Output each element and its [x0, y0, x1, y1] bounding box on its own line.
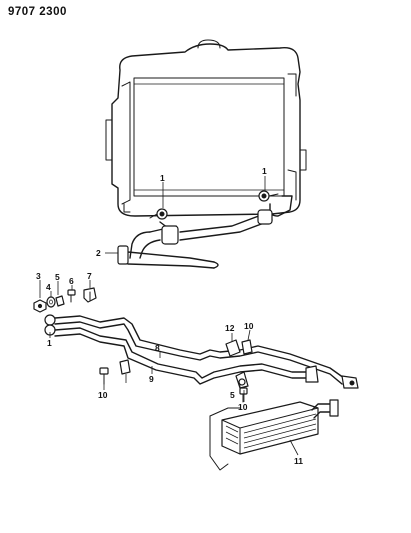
callout-7: 7: [87, 271, 92, 281]
hardware-clip-5-left: [119, 359, 131, 375]
callout-10-left: 10: [98, 390, 108, 400]
callout-1-right: 1: [262, 166, 267, 176]
callout-8: 8: [155, 343, 160, 353]
callout-1-left: 1: [160, 173, 165, 183]
callout-3: 3: [36, 271, 41, 281]
transmission-oil-cooler: [209, 399, 339, 471]
hardware-nut-3: [33, 299, 47, 313]
radiator: [105, 39, 307, 217]
callouts: 1 1 2 3 4 5 6 7 1 8 9 10 12 10 5 10 11: [36, 166, 303, 466]
callout-10-bottom: 10: [238, 402, 248, 412]
hardware-bracket-7: [83, 287, 97, 303]
callout-9: 9: [149, 374, 154, 384]
callout-1-lower: 1: [47, 338, 52, 348]
callout-5-top: 5: [55, 272, 60, 282]
hardware-bolt-10-left: [99, 367, 109, 385]
cooler-tube-pair: [44, 314, 359, 389]
cooler-hose-assembly: [117, 195, 293, 269]
hardware-clip-5-lower: [235, 371, 249, 389]
callout-11: 11: [294, 456, 303, 466]
hardware-screw-6: [67, 289, 76, 303]
hardware-washer-4: [46, 296, 56, 308]
document-code: 9707 2300: [8, 6, 67, 18]
leader-lines: [39, 176, 299, 456]
callout-2: 2: [96, 248, 101, 258]
callout-10-top: 10: [244, 321, 254, 331]
callout-6: 6: [69, 276, 74, 286]
radiator-cooler-fitting-right: [258, 190, 279, 202]
callout-12: 12: [225, 323, 235, 333]
radiator-cooler-fitting-left: [149, 208, 168, 220]
hardware-bolt-10-lower: [239, 387, 248, 403]
callout-4: 4: [46, 282, 51, 292]
hardware-clip-5: [55, 295, 65, 307]
callout-5-bottom: 5: [230, 390, 235, 400]
